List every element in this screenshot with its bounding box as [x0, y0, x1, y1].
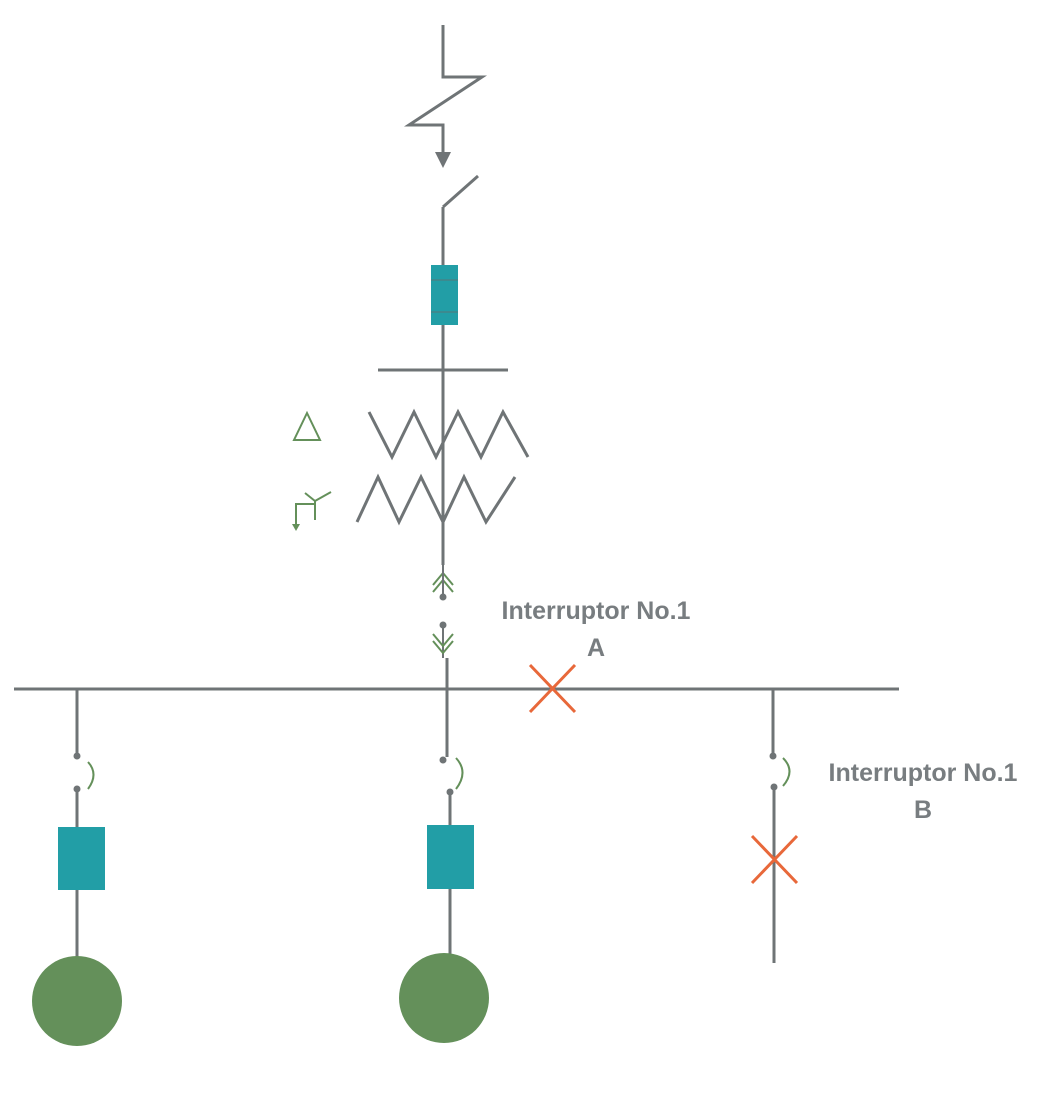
- feeder-right: [769, 689, 791, 963]
- primary-winding: [367, 408, 530, 461]
- switch-icon: [441, 174, 479, 265]
- lightning-arrow-icon: [403, 25, 488, 168]
- breaker-a-label-line1: Interruptor No.1: [501, 597, 691, 625]
- delta-winding-icon: [292, 410, 322, 441]
- x-mark-icon: [528, 663, 577, 714]
- circle-load-icon: [399, 953, 489, 1043]
- x-mark-icon: [750, 834, 799, 885]
- breaker-b-label: Interruptor No.1 B: [803, 755, 1043, 829]
- circle-load-icon: [32, 956, 122, 1046]
- feeder-middle: [427, 689, 474, 955]
- breaker-b-label-line2: B: [913, 796, 933, 824]
- fuse-icon: [431, 265, 458, 370]
- feeder-left: [58, 689, 105, 958]
- drawout-connector-icon: [432, 621, 454, 689]
- breaker-a-label-line2: A: [586, 634, 606, 662]
- drawout-connector-icon: [432, 565, 454, 601]
- wye-grounded-winding-icon: [292, 491, 332, 531]
- breaker-b-label-line1: Interruptor No.1: [828, 759, 1018, 787]
- secondary-winding: [355, 473, 517, 526]
- breaker-a-label: Interruptor No.1 A: [476, 593, 716, 667]
